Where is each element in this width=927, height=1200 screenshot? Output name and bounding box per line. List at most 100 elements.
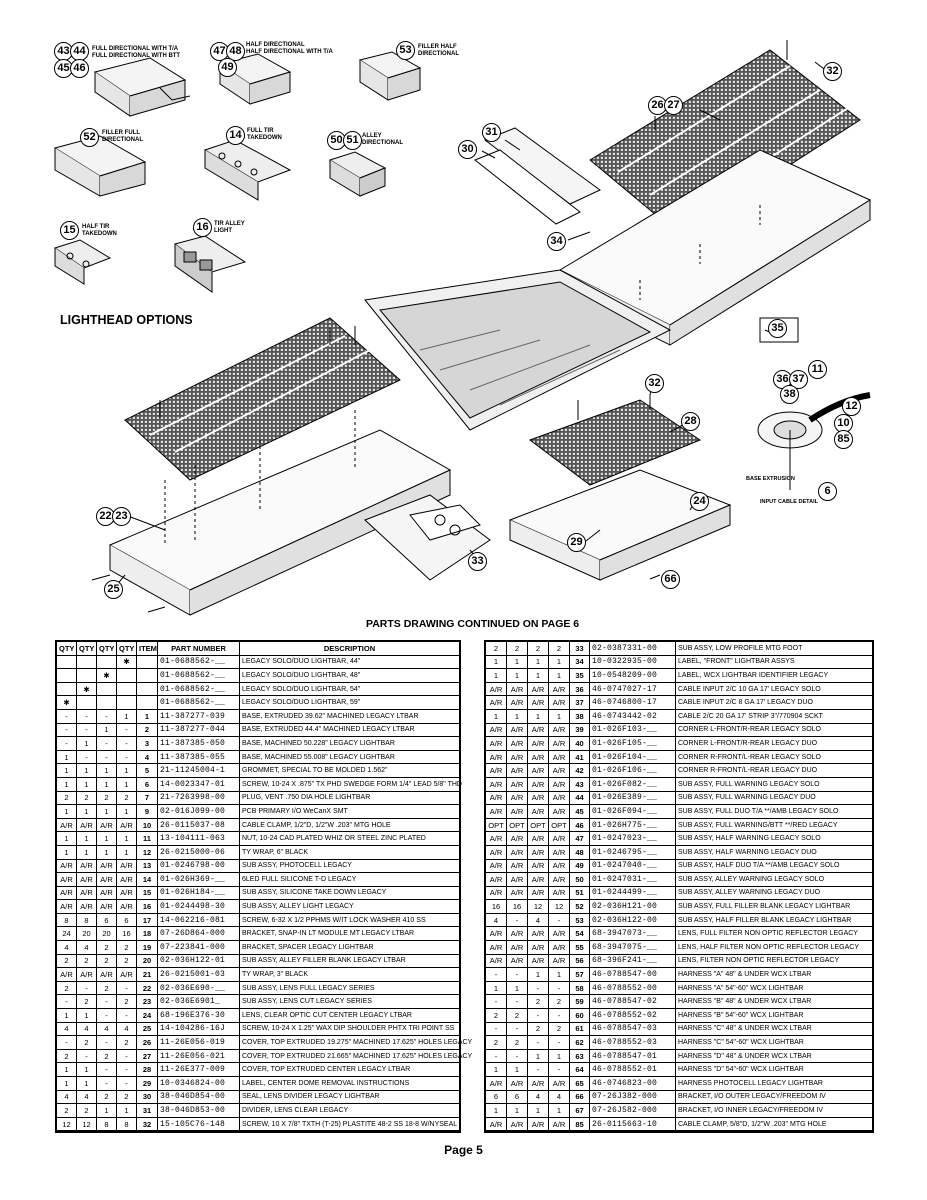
- cell-qty-3: 2: [96, 1089, 117, 1105]
- cell-qty-4: -: [548, 1008, 570, 1023]
- cell-item-number: 11: [136, 831, 158, 846]
- cell-qty-4: A/R: [116, 817, 137, 833]
- cell-part-number: 02-036E6901_: [157, 994, 240, 1010]
- cell-item-number: 30: [136, 1089, 158, 1105]
- cell-description: SUB ASSY, ALLEY LIGHT LEGACY: [239, 899, 460, 914]
- cell-description: HARNESS "A" 48" & UNDER WCX LTBAR: [675, 967, 873, 982]
- cell-qty-2: A/R: [506, 804, 528, 819]
- cell-item-number: 6: [136, 776, 158, 792]
- cell-qty-2: 2: [76, 994, 97, 1010]
- cell-qty-2: 2: [76, 790, 97, 806]
- cell-description: LEGACY SOLO/DUO LIGHTBAR, 44": [239, 654, 460, 670]
- cell-qty-1: A/R: [485, 831, 507, 846]
- cell-item-number: 36: [569, 681, 590, 697]
- cell-qty-4: A/R: [548, 831, 570, 846]
- cell-qty-3: 1: [527, 1103, 549, 1118]
- cell-qty-4: 1: [548, 967, 570, 982]
- cell-qty-1: A/R: [485, 804, 507, 819]
- cell-qty-1: A/R: [485, 749, 507, 765]
- cell-qty-3: [96, 695, 117, 710]
- table-row: ✱01-0688562-__LEGACY SOLO/DUO LIGHTBAR, …: [56, 668, 460, 683]
- cell-part-number: 14-0023347-01: [157, 776, 240, 792]
- cell-qty-2: A/R: [506, 858, 528, 874]
- cell-qty-2: 1: [506, 1062, 528, 1077]
- cell-qty-3: A/R: [527, 926, 549, 942]
- cell-qty-1: 1: [56, 1008, 77, 1023]
- cell-qty-3: -: [96, 708, 117, 724]
- cell-qty-1: 1: [485, 708, 507, 724]
- cell-qty-3: 2: [527, 994, 549, 1010]
- cell-qty-1: 2: [56, 1103, 77, 1118]
- cell-part-number: 46-0746823-00: [589, 1076, 676, 1091]
- cell-item-number: 60: [569, 1008, 590, 1023]
- cell-part-number: 38-046D854-00: [157, 1089, 240, 1105]
- cell-part-number: 46-0788552-00: [589, 980, 676, 996]
- cell-qty-2: 2: [76, 953, 97, 969]
- callout-49: 49: [218, 58, 237, 77]
- cell-item-number: 43: [569, 776, 590, 792]
- cell-qty-4: A/R: [548, 1116, 570, 1132]
- cell-qty-3: 1: [527, 708, 549, 724]
- cell-qty-4: 4: [116, 1021, 137, 1037]
- cell-qty-3: A/R: [96, 858, 117, 874]
- cell-qty-2: A/R: [506, 872, 528, 887]
- cell-qty-3: A/R: [527, 736, 549, 751]
- cell-part-number: 68-3947075-__: [589, 940, 676, 955]
- cell-description: SUB ASSY, SILICONE TAKE DOWN LEGACY: [239, 885, 460, 901]
- cell-qty-4: A/R: [116, 872, 137, 887]
- cell-qty-2: OPT: [506, 817, 528, 833]
- cell-qty-1: A/R: [485, 872, 507, 887]
- callout-14: 14: [226, 126, 245, 145]
- cell-item-number: 38: [569, 708, 590, 724]
- cell-description: BRACKET, SPACER LEGACY LIGHTBAR: [239, 940, 460, 955]
- cell-qty-4: A/R: [548, 885, 570, 901]
- cell-qty-2: 1: [76, 776, 97, 792]
- cell-part-number: 11-387277-039: [157, 708, 240, 724]
- lightbar-exploded-view: [53, 40, 872, 616]
- cell-qty-4: [116, 681, 137, 697]
- cell-qty-3: A/R: [527, 844, 549, 860]
- cell-qty-2: A/R: [506, 885, 528, 901]
- cell-qty-4: A/R: [548, 722, 570, 738]
- cell-qty-3: 1: [527, 967, 549, 982]
- cell-qty-2: -: [506, 912, 528, 928]
- cell-qty-4: 1: [116, 776, 137, 792]
- option-filler-full: [53, 135, 147, 197]
- option-tir-alley-light: [173, 235, 247, 293]
- callout-24: 24: [690, 492, 709, 511]
- cell-qty-3: A/R: [527, 695, 549, 710]
- cell-item-number: 5: [136, 763, 158, 778]
- cell-qty-1: A/R: [56, 872, 77, 887]
- cell-qty-4: A/R: [548, 681, 570, 697]
- cell-description: BRACKET, I/O OUTER LEGACY/FREEDOM IV: [675, 1089, 873, 1105]
- cell-qty-4: A/R: [548, 953, 570, 969]
- cell-qty-3: A/R: [527, 749, 549, 765]
- cell-part-number: 11-387385-050: [157, 736, 240, 751]
- cell-qty-1: A/R: [485, 1116, 507, 1132]
- cell-qty-4: 4: [548, 1089, 570, 1105]
- cell-qty-1: 1: [56, 831, 77, 846]
- cell-item-number: 13: [136, 858, 158, 874]
- cell-qty-4: 1: [548, 654, 570, 670]
- cell-qty-4: 2: [548, 1021, 570, 1037]
- cell-qty-3: -: [527, 980, 549, 996]
- callout-34: 34: [547, 232, 566, 251]
- cell-item-number: 25: [136, 1021, 158, 1037]
- cell-qty-3: 2: [96, 790, 117, 806]
- cell-qty-1: -: [56, 708, 77, 724]
- cell-item-number: 2: [136, 722, 158, 738]
- callout-31: 31: [482, 123, 501, 142]
- cell-description: SUB ASSY, ALLEY WARNING LEGACY SOLO: [675, 872, 873, 887]
